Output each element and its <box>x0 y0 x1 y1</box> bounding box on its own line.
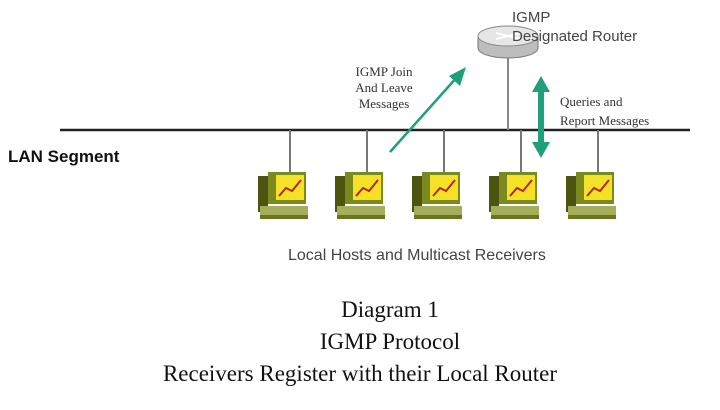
diagram-caption: Diagram 1 IGMP Protocol Receivers Regist… <box>0 294 720 390</box>
host-computer-icon <box>258 130 308 219</box>
router-label-line: IGMP <box>512 9 551 26</box>
caption-line-1: Diagram 1 <box>341 297 439 322</box>
queries-report-label: Queries and Report Messages <box>560 92 649 130</box>
hosts-label: Local Hosts and Multicast Receivers <box>288 247 546 264</box>
host-computer-icon <box>412 130 462 219</box>
caption-line-3: Receivers Register with their Local Rout… <box>162 361 558 386</box>
host-computer-icon <box>489 130 539 219</box>
router-label-line: Designated Router <box>512 28 638 45</box>
join-leave-label: IGMP Join And Leave Messages <box>334 64 434 112</box>
queries-report-double-arrow <box>532 76 550 158</box>
lan-segment-label: LAN Segment <box>8 147 120 166</box>
host-computer-icon <box>566 130 616 219</box>
host-computer-icon <box>335 130 385 219</box>
join-label-line: Messages <box>358 96 410 111</box>
join-label-line: IGMP Join <box>355 64 413 79</box>
caption-line-2: IGMP Protocol <box>319 329 461 354</box>
router-label: IGMP Designated Router <box>512 8 637 46</box>
queries-label-line: Queries and <box>560 94 623 109</box>
router-icon <box>477 25 539 59</box>
queries-label-line: Report Messages <box>560 113 650 128</box>
join-label-line: And Leave <box>355 80 413 95</box>
join-leave-arrow <box>389 67 466 153</box>
